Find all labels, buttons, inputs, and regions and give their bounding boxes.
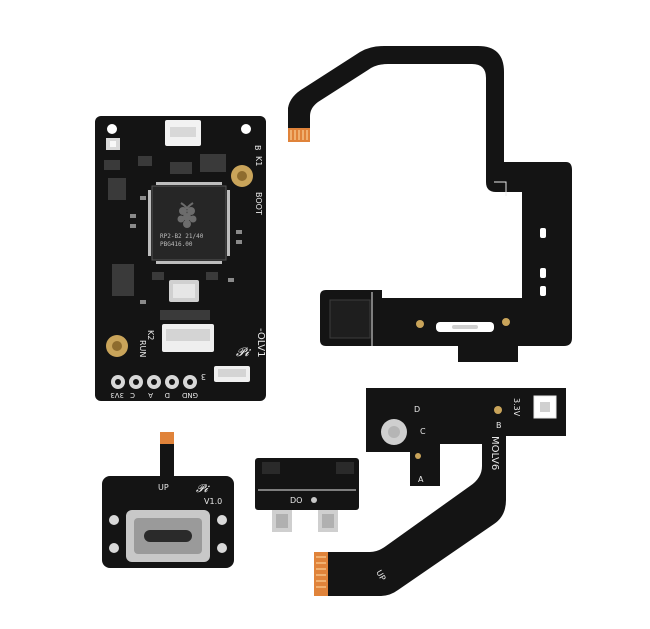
label-model: -OLV1 (255, 328, 266, 357)
pin-labels: GND D A C 3V3 (110, 391, 198, 399)
chip-text-line1: RP2-B2 21/40 (160, 233, 204, 240)
pi-logo-icon: 𝓟𝓲 (196, 482, 210, 495)
pi-logo-icon: 𝓟𝓲 (236, 345, 252, 359)
large-flex-cable (288, 46, 572, 362)
pin-label-d: D (165, 391, 170, 399)
sensor-label-model: MOLV6 (489, 436, 500, 470)
connector-label: DO (290, 496, 302, 505)
pin-label-a: A (148, 391, 153, 399)
label-k1: K1 (254, 156, 263, 166)
label-k2: K2 (146, 330, 155, 340)
sensor-label-b: B (496, 421, 502, 430)
label-boot: BOOT (254, 192, 263, 215)
label-3: 3 (201, 372, 206, 381)
main-pcb-board: RP2-B2 21/40 PBG416.00 (95, 116, 266, 401)
mount-hole (241, 124, 251, 134)
usb-c-board: UP 𝓟𝓲 V1.0 (102, 432, 234, 568)
raspberry-logo-icon (177, 202, 197, 228)
mount-hole (107, 124, 117, 134)
usb-label-up: UP (158, 483, 169, 492)
usb-label-version: V1.0 (204, 497, 222, 506)
sensor-label-c: C (420, 427, 426, 436)
label-b: B (253, 145, 262, 151)
sensor-label-v: 3.3V (512, 398, 521, 417)
sensor-label-d: D (414, 405, 420, 414)
pin-label-gnd: GND (182, 391, 198, 399)
chip-text-line2: PBG416.00 (160, 241, 193, 248)
small-connector-board: DO (255, 458, 359, 532)
pin-label-3v3: 3V3 (110, 391, 124, 399)
sensor-label-a: A (418, 475, 424, 484)
flex-contacts (160, 432, 174, 444)
sensor-flex-board: D C B A 3.3V MOLV6 UP (314, 388, 566, 596)
solder-pads (111, 375, 197, 389)
label-run: RUN (138, 340, 147, 357)
pin-label-c: C (130, 391, 135, 399)
